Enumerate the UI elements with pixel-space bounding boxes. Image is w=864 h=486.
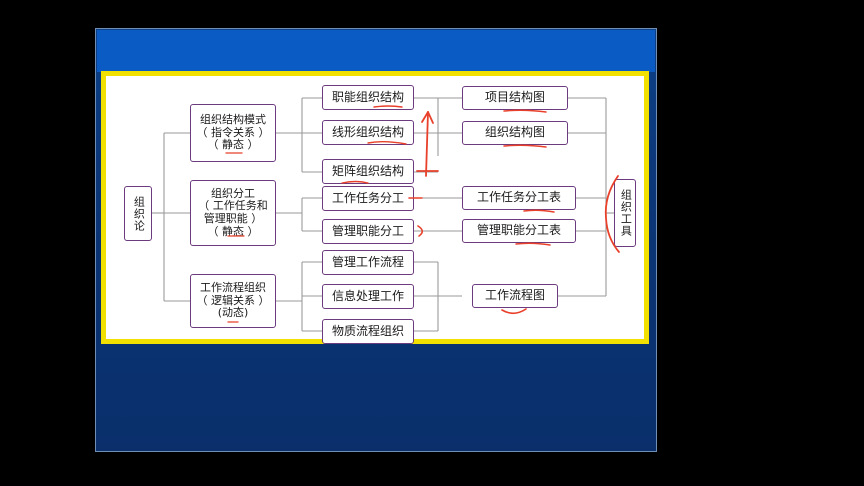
node-middle-1[interactable]: 职能组织结构 (322, 85, 414, 110)
node-output-3[interactable]: 工作任务分工表 (462, 186, 576, 210)
node-middle-6-label: 管理工作流程 (331, 254, 404, 269)
node-category-2-line-1: 组织分工 (211, 186, 255, 200)
node-middle-8-label: 物质流程组织 (331, 323, 404, 338)
presentation-slide: 组织论 组织结构模式 （ 指令关系 ） （ 静态 ） 组织分工 （ 工作任务和 … (95, 28, 657, 452)
node-category-2-line-2: （ 工作任务和 (198, 199, 268, 213)
node-category-2[interactable]: 组织分工 （ 工作任务和 管理职能 ） （ 静态 ） (190, 180, 276, 246)
node-organization-tool[interactable]: 组织工具 (614, 179, 636, 247)
node-middle-5[interactable]: 管理职能分工 (322, 219, 414, 244)
node-middle-4-label: 工作任务分工 (331, 190, 404, 205)
node-middle-7-label: 信息处理工作 (331, 288, 404, 303)
node-category-3-line-3: (动态) (217, 306, 249, 320)
node-category-3[interactable]: 工作流程组织 （ 逻辑关系 ） (动态) (190, 274, 276, 328)
node-category-1[interactable]: 组织结构模式 （ 指令关系 ） （ 静态 ） (190, 104, 276, 162)
node-middle-5-label: 管理职能分工 (331, 223, 404, 238)
node-category-3-line-2: （ 逻辑关系 ） (196, 293, 270, 307)
node-output-1[interactable]: 项目结构图 (462, 86, 568, 110)
node-output-3-label: 工作任务分工表 (476, 190, 561, 205)
node-middle-4[interactable]: 工作任务分工 (322, 186, 414, 211)
node-output-4[interactable]: 管理职能分工表 (462, 219, 576, 243)
node-output-5[interactable]: 工作流程图 (472, 284, 558, 308)
node-category-3-line-1: 工作流程组织 (200, 281, 266, 295)
node-middle-2-label: 线形组织结构 (331, 124, 404, 139)
node-root[interactable]: 组织论 (124, 186, 152, 241)
node-middle-3[interactable]: 矩阵组织结构 (322, 159, 414, 184)
node-middle-8[interactable]: 物质流程组织 (322, 319, 414, 344)
slide-title-band (97, 30, 655, 72)
node-middle-6[interactable]: 管理工作流程 (322, 250, 414, 275)
node-output-5-label: 工作流程图 (484, 288, 545, 303)
node-category-1-line-3: （ 静态 ） (207, 138, 259, 152)
node-output-2[interactable]: 组织结构图 (462, 121, 568, 145)
node-organization-tool-label: 组织工具 (619, 189, 633, 237)
node-category-2-line-4: （ 静态 ） (207, 224, 259, 238)
node-middle-7[interactable]: 信息处理工作 (322, 284, 414, 309)
node-root-label: 组织论 (132, 195, 146, 232)
node-middle-1-label: 职能组织结构 (331, 89, 404, 104)
node-output-1-label: 项目结构图 (484, 90, 545, 105)
node-output-4-label: 管理职能分工表 (476, 223, 561, 238)
diagram-canvas: 组织论 组织结构模式 （ 指令关系 ） （ 静态 ） 组织分工 （ 工作任务和 … (106, 76, 644, 344)
node-category-2-line-3: 管理职能 ） (203, 212, 263, 225)
diagram-frame: 组织论 组织结构模式 （ 指令关系 ） （ 静态 ） 组织分工 （ 工作任务和 … (101, 71, 649, 344)
node-middle-3-label: 矩阵组织结构 (331, 163, 404, 178)
node-output-2-label: 组织结构图 (484, 125, 545, 140)
node-category-1-line-2: （ 指令关系 ） (196, 125, 270, 139)
node-middle-2[interactable]: 线形组织结构 (322, 120, 414, 145)
node-category-1-line-1: 组织结构模式 (200, 113, 266, 127)
